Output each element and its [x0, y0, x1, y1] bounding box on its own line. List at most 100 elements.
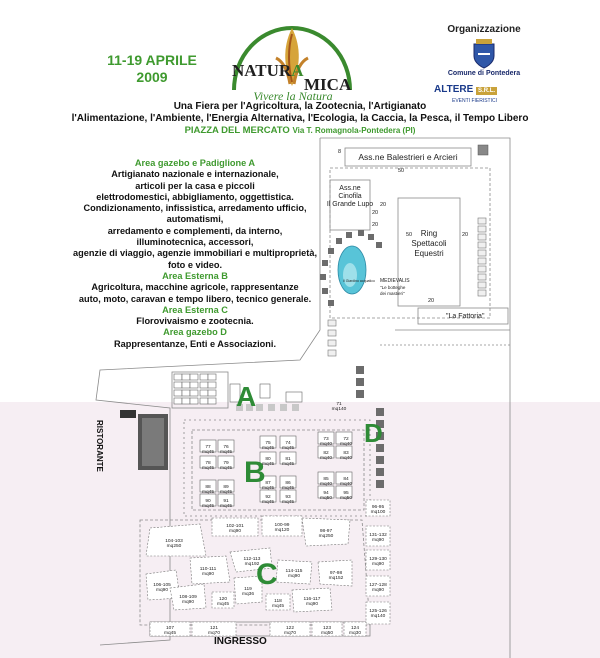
stand-number: 116-117 [304, 596, 321, 602]
stand-number: 76 [223, 444, 229, 450]
stand-area: mq45 [272, 603, 284, 609]
laghetto [337, 245, 367, 295]
stand-area: mq45 [202, 489, 214, 495]
stand-area: mq45 [202, 449, 214, 455]
stand-number: 87 [265, 480, 271, 486]
logo-word-1: NATUR [232, 61, 292, 80]
stand-area: mq40 [320, 455, 332, 461]
area-a-title: Area gazebo e Padiglione A [134, 158, 256, 168]
area-c-title: Area Esterna C [162, 304, 228, 315]
medievalis-label-2: "Le botteghe [380, 285, 406, 290]
stand-area: mq45 [262, 461, 274, 467]
stand-number: 114-115 [286, 568, 303, 574]
balestrieri-label: Ass.ne Balestrieri e Arcieri [358, 152, 457, 162]
a-text-line: Artigianato nazionale e internazionale, [111, 169, 279, 180]
logo-word-3: MICA [304, 75, 352, 94]
stand-area: mq45 [262, 499, 274, 505]
stand-number: 124 [351, 625, 359, 631]
stand-number: 84 [343, 476, 349, 482]
ristorante-label: RISTORANTE [95, 420, 104, 472]
stand-number: 123 [323, 625, 331, 631]
stand-number: 78 [205, 460, 211, 466]
stand-number: 86 [285, 480, 291, 486]
stand-number: 129-130 [369, 556, 387, 562]
stand-number: 95 [343, 490, 349, 496]
stand-area: mq45 [220, 489, 232, 495]
stand-area: mq45 [217, 601, 229, 607]
cinofila-label-1: Ass.ne [339, 185, 361, 192]
dim-8: 20 [372, 210, 378, 216]
stand-area: mq120 [275, 527, 290, 533]
stand-number: 119 [244, 586, 252, 592]
stand-area: mq40 [340, 481, 352, 487]
ring-label-1: Ring [421, 229, 437, 238]
intro-line-2: l'Alimentazione, l'Ambiente, l'Energia A… [71, 113, 529, 124]
stand-area: mq90 [372, 587, 384, 593]
dim-7: 20 [428, 298, 434, 304]
stand-area: mq192 [245, 561, 260, 567]
stand-number: 77 [205, 444, 211, 450]
stand-area: mq45 [282, 461, 294, 467]
c-text-line: Florovivaismo e zootecnia. [136, 316, 254, 327]
fattoria-label: "La Fattoria" [446, 313, 485, 320]
stand-area: mq45 [262, 445, 274, 451]
d-text-line: Rappresentanze, Enti e Associazioni. [113, 338, 276, 349]
area-d-title: Area gazebo D [163, 327, 227, 338]
stand-area: mq40 [320, 481, 332, 487]
c-stand-shapes [145, 499, 391, 637]
area-d-text: Rappresentanze, Enti e Associazioni. [64, 339, 326, 350]
stand-area: mq250 [319, 533, 334, 539]
stand-area: mq45 [282, 485, 294, 491]
area-c-letter: C [256, 558, 278, 591]
stand-area: mq70 [208, 630, 220, 636]
area-b-text: Agricoltura, macchine agricole, rapprese… [64, 282, 326, 305]
stand-number: 120 [219, 596, 227, 602]
dim-3: 20 [372, 222, 378, 228]
stand-area: mq50 [321, 630, 333, 636]
stand-number: 96-95 [372, 504, 385, 510]
lake-gazebos [320, 230, 382, 306]
b-text-line: Agricoltura, macchine agricole, rapprese… [91, 282, 299, 293]
b-stand-boxes [199, 431, 353, 507]
stand-area: mq30 [349, 630, 361, 636]
stand-number: 106-105 [153, 582, 171, 588]
b-text-line: auto, moto, caravan e tempo libero, tecn… [78, 293, 312, 304]
stand-number: 121 [210, 625, 218, 631]
stand-area: mq50 [340, 495, 352, 501]
stand-number: 131-132 [369, 532, 387, 538]
gazebo-column-d [356, 366, 384, 488]
stand-number: 91 [223, 498, 229, 504]
stand-labels: 73mq4072mq4077mq4576mq4575mq4574mq4578mq… [153, 401, 387, 636]
stand-area: mq90 [182, 599, 194, 605]
area-b-letter: B [244, 456, 266, 489]
stand-number: 82 [323, 450, 329, 456]
stand-number: 85 [323, 476, 329, 482]
stand-area: mq70 [284, 630, 296, 636]
stand-number: 127-128 [369, 582, 387, 588]
comune-crest-icon [473, 39, 495, 69]
stand-number: 93 [285, 494, 291, 500]
gazebo-marker [477, 144, 489, 156]
a-text-line: automatismi, [166, 214, 224, 225]
medievalis-label-3: dei mastieri" [380, 291, 405, 296]
pavilion-a-stands [173, 373, 303, 405]
dim-4: 20 [380, 202, 386, 208]
location: PIAZZA DEL MERCATO Via T. Romagnola-Pont… [40, 125, 560, 136]
stand-area: mq140 [332, 406, 347, 412]
stand-number: 107 [166, 625, 174, 631]
a-text-line: illuminotecnica, accessori, [136, 237, 254, 248]
stand-number: 112-113 [244, 556, 261, 562]
dim-5: 50 [406, 232, 412, 238]
dim-1: 8 [338, 149, 341, 155]
stand-area: mq45 [202, 503, 214, 509]
stand-number: 83 [343, 450, 349, 456]
stand-number: 89 [223, 484, 229, 490]
stand-number: 94 [323, 490, 329, 496]
stand-area: mq45 [220, 465, 232, 471]
ingresso-label: INGRESSO [214, 636, 267, 647]
stand-area: mq45 [282, 499, 294, 505]
a-text-line: Condizionamento, infissistica, arredamen… [83, 203, 307, 214]
alter-name: ALTERE [434, 84, 474, 95]
tagline: Vivere la Natura [253, 89, 333, 103]
